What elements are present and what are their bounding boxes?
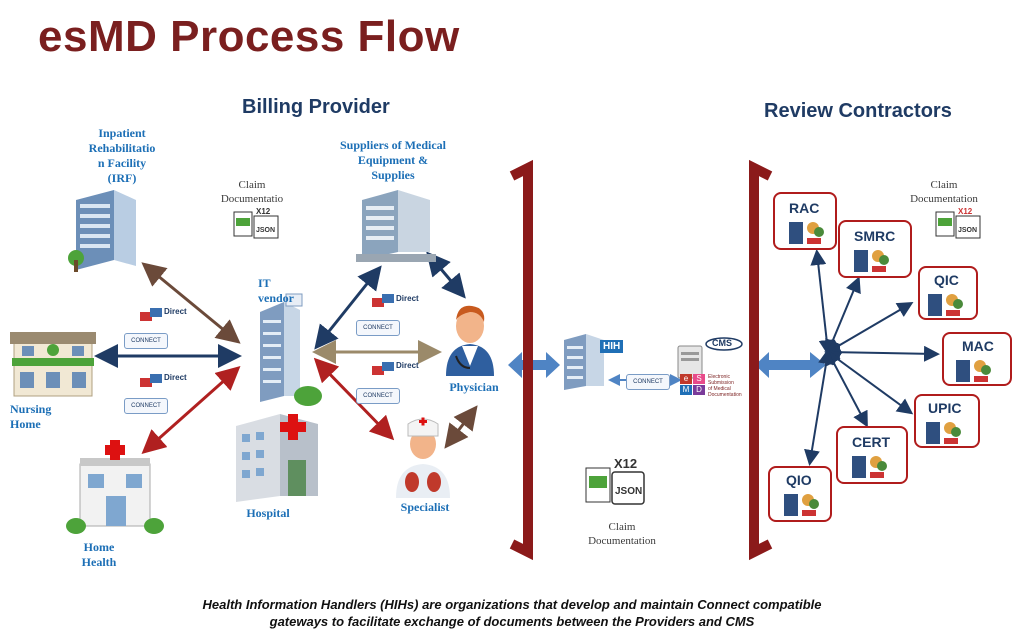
contractor-label: QIC <box>934 272 959 288</box>
physician-label: Physician <box>449 380 499 394</box>
contractor-rac: RAC <box>773 192 837 250</box>
irf-building-icon <box>68 190 136 272</box>
json-text: JSON <box>256 227 275 234</box>
arrow-rac <box>810 249 835 356</box>
vendor-suppliers-arrow <box>314 265 382 350</box>
server-person-icon <box>928 294 963 316</box>
direct-envelopes-icon <box>372 294 394 307</box>
x12-text: X12 <box>256 207 271 216</box>
contractor-label: SMRC <box>854 228 896 244</box>
x12-text: X12 <box>614 456 637 471</box>
cms-server-icon <box>677 337 743 379</box>
provider-hih-block-arrow <box>508 352 560 378</box>
contractor-upic: UPIC <box>914 394 980 448</box>
contractor-qic: QIC <box>918 266 978 320</box>
connect-badge: CONNECT <box>124 333 168 349</box>
home-health-icon <box>66 440 164 534</box>
server-person-icon <box>854 250 889 272</box>
json-text: JSON <box>615 486 642 497</box>
server-person-icon <box>789 222 824 244</box>
home-health-vendor-arrow <box>141 366 241 454</box>
contractor-label: MAC <box>962 338 994 354</box>
contractor-label: RAC <box>789 200 820 216</box>
contractor-cert: CERT <box>836 426 908 484</box>
right-bracket <box>749 159 773 561</box>
arrow-upic <box>824 349 914 415</box>
json-text: JSON <box>958 227 977 234</box>
direct-label: Direct <box>164 307 187 316</box>
hih-label: HIH <box>600 340 624 353</box>
direct-envelopes-icon <box>140 308 162 321</box>
arrow-cert <box>826 348 868 428</box>
contractor-qio: QIO <box>768 466 832 522</box>
server-person-icon <box>784 494 819 516</box>
nursing-home-icon <box>10 332 96 397</box>
contractor-label: QIO <box>786 472 812 488</box>
arrow-qio <box>804 348 834 466</box>
contractor-mac: MAC <box>942 332 1012 386</box>
contractor-label: CERT <box>852 434 891 450</box>
footer-line-1: Health Information Handlers (HIHs) are o… <box>202 597 822 612</box>
billing-provider-heading: Billing Provider <box>242 96 390 118</box>
direct-envelopes-icon <box>372 362 394 375</box>
connect-badge: CONNECT <box>356 388 400 404</box>
arrow-qic <box>824 301 914 355</box>
footer-note: Health Information Handlers (HIHs) are o… <box>0 596 1024 630</box>
server-person-icon <box>926 422 961 444</box>
footer-line-2: gateways to facilitate exchange of docum… <box>269 614 755 629</box>
x12-text: X12 <box>958 207 973 216</box>
connect-badge: CONNECT <box>124 398 168 414</box>
hospital-label: Hospital <box>246 506 290 520</box>
hih-building-icon <box>564 334 604 390</box>
specialist-icon <box>396 417 450 498</box>
contractor-smrc: SMRC <box>838 220 912 278</box>
contractor-label: UPIC <box>928 400 962 416</box>
specialist-label: Specialist <box>400 500 450 514</box>
arrow-mac <box>824 344 940 362</box>
suppliers-physician-arrow <box>426 251 466 299</box>
physician-icon <box>446 305 494 376</box>
server-person-icon <box>956 360 991 382</box>
suppliers-building-icon <box>356 190 436 262</box>
server-person-icon <box>852 456 887 478</box>
doc-formats-icon: X12 JSON <box>585 456 645 505</box>
vendor-specialist-arrow <box>313 357 395 441</box>
specialist-physician-arrow <box>444 405 478 449</box>
direct-label: Direct <box>164 373 187 382</box>
it-vendor-building-icon <box>260 293 322 406</box>
cms-label: CMS <box>712 338 732 348</box>
hospital-building-icon <box>236 414 318 502</box>
review-contractors-heading: Review Contractors <box>764 100 952 122</box>
left-bracket <box>509 159 533 561</box>
doc-formats-icon: X12 JSON <box>233 207 279 239</box>
connect-badge: CONNECT <box>626 374 670 390</box>
direct-label: Direct <box>396 361 419 370</box>
direct-label: Direct <box>396 294 419 303</box>
connect-badge: CONNECT <box>356 320 400 336</box>
page-title: esMD Process Flow <box>38 12 460 61</box>
doc-formats-icon: X12 JSON <box>935 207 981 239</box>
irf-vendor-arrow <box>141 262 241 344</box>
cms-contractors-block-arrow <box>755 352 826 378</box>
direct-envelopes-icon <box>140 374 162 387</box>
arrow-smrc <box>825 276 861 356</box>
